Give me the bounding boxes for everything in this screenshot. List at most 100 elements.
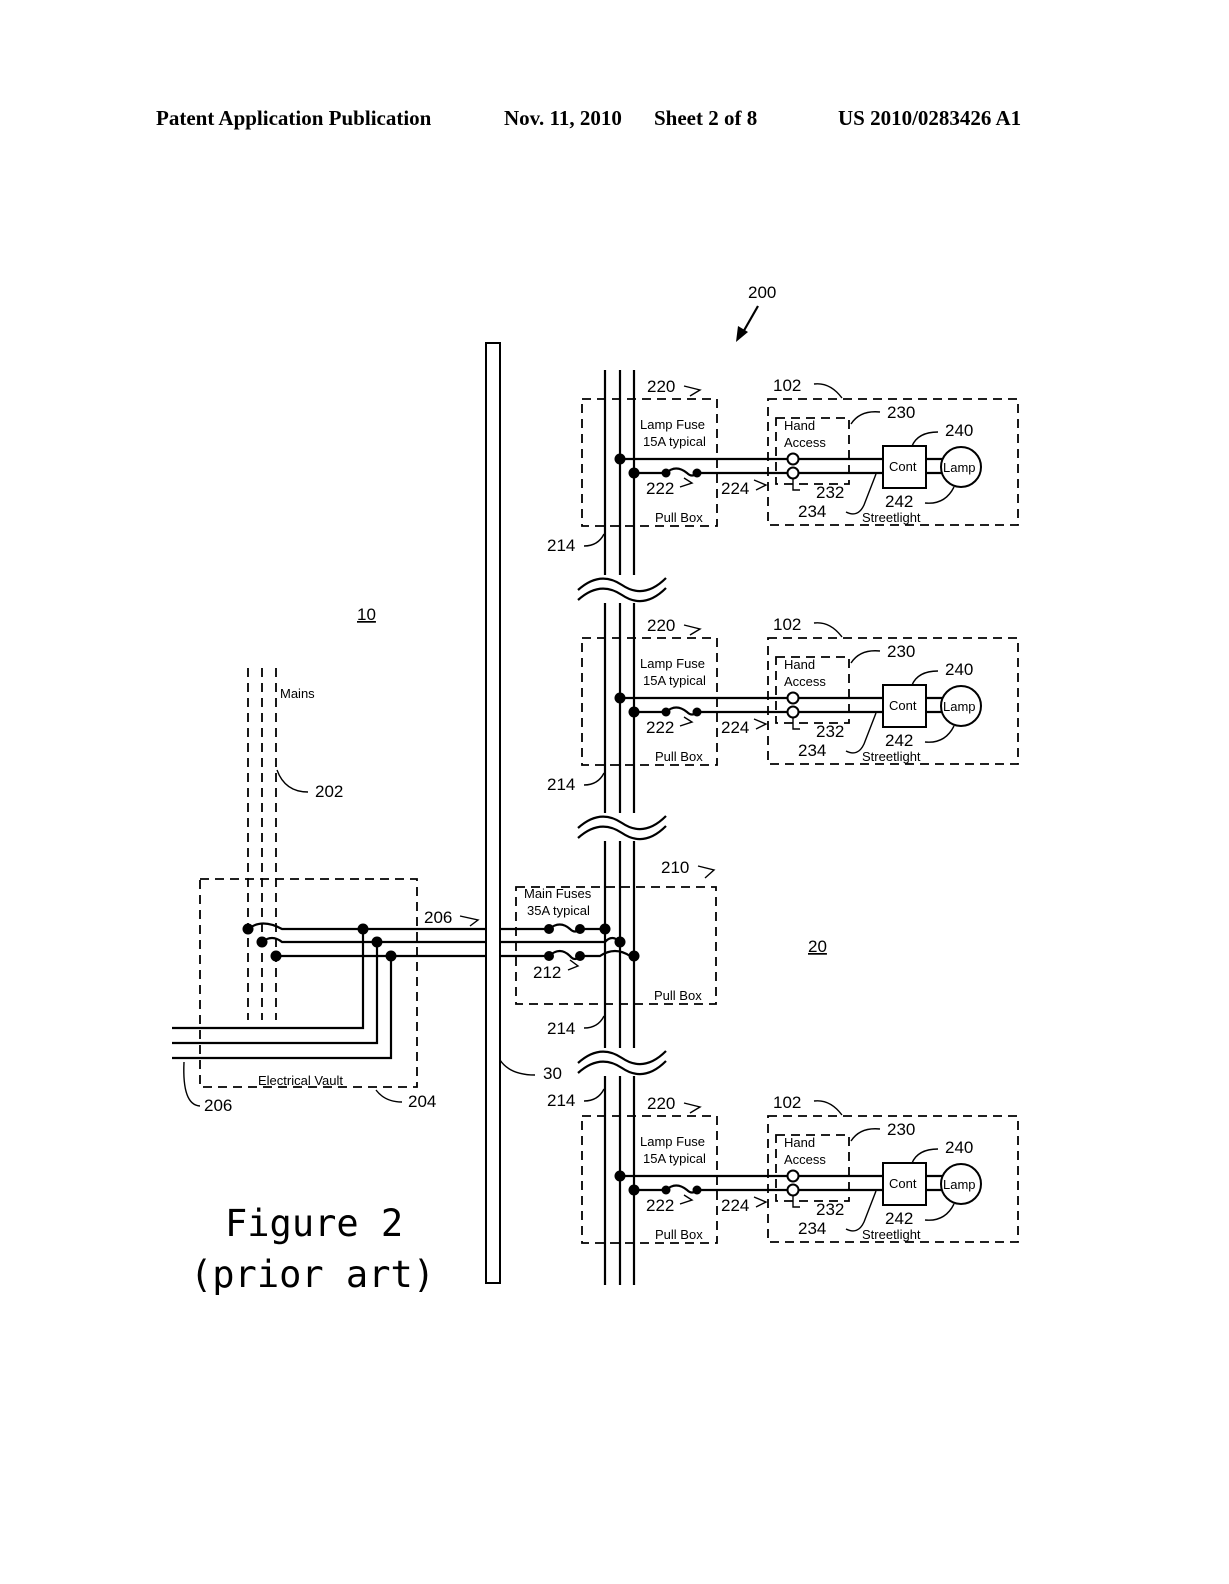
ref-lamp: 242 — [885, 492, 913, 511]
leader-202 — [276, 769, 309, 793]
ref-controller: 240 — [945, 421, 973, 440]
lamp-label: Lamp — [943, 699, 976, 714]
controller-box — [882, 445, 927, 489]
terminal-icon — [786, 452, 800, 466]
ref-wire: 234 — [798, 502, 826, 521]
leader-240 — [911, 670, 939, 686]
leader-224 — [753, 479, 768, 491]
leader-234 — [845, 1190, 877, 1232]
leader-234 — [845, 473, 877, 515]
break-symbol — [575, 813, 670, 841]
leader-222 — [679, 1194, 694, 1205]
lamp-pull-box — [581, 637, 718, 766]
leader-224 — [753, 1196, 768, 1208]
hand-access-label-1: Hand — [784, 657, 815, 672]
ref-feed: 206 — [424, 908, 452, 927]
leader-232 — [792, 1196, 800, 1208]
terminal-icon — [786, 691, 800, 705]
leader-30 — [499, 1059, 536, 1076]
leader-212 — [567, 959, 580, 971]
leader-224 — [753, 718, 768, 730]
leader-102 — [813, 622, 843, 638]
streetlight-label: Streetlight — [862, 510, 921, 525]
ref-lamp: 242 — [885, 731, 913, 750]
leader-232 — [792, 718, 800, 730]
lamp-fuse-label-1: Lamp Fuse — [640, 656, 705, 671]
mains-lines — [247, 668, 277, 1020]
ref-cable: 214 — [547, 775, 575, 794]
electrical-vault-box — [199, 878, 418, 1088]
ref-feed: 224 — [721, 718, 749, 737]
leader-220 — [683, 1102, 702, 1114]
ref-vault: 204 — [408, 1092, 436, 1111]
hand-access-label-2: Access — [784, 1152, 826, 1167]
hand-access-label-1: Hand — [784, 418, 815, 433]
leader-214 — [583, 1088, 605, 1102]
lamp-fuse-label-2: 15A typical — [643, 673, 706, 688]
ref-controller: 240 — [945, 1138, 973, 1157]
lamp-fuse-label-1: Lamp Fuse — [640, 417, 705, 432]
ref-terminal: 232 — [816, 722, 844, 741]
ref-streetlight: 102 — [773, 376, 801, 395]
leader-222 — [679, 716, 694, 727]
lamp-label: Lamp — [943, 1177, 976, 1192]
hand-access-box — [775, 417, 850, 485]
leader-222 — [679, 477, 694, 488]
leader-210 — [697, 865, 716, 879]
controller-label: Cont — [889, 1176, 917, 1191]
vault-wiring — [172, 922, 487, 1060]
hand-access-box — [775, 1134, 850, 1202]
ref-feed: 224 — [721, 479, 749, 498]
figure-caption-title: Figure 2 — [225, 1202, 403, 1245]
ref-hand-access: 230 — [887, 403, 915, 422]
region-label-20: 20 — [808, 937, 827, 956]
leader-206-bottom — [183, 1061, 201, 1107]
lamp-icon — [940, 446, 982, 488]
leader-242 — [924, 1203, 955, 1221]
controller-box — [882, 684, 927, 728]
branch-streetlight-2: 220 Lamp Fuse 15A typical Pull Box 222 2… — [581, 615, 1019, 766]
hand-access-box — [775, 656, 850, 724]
ref-streetlight: 102 — [773, 615, 801, 634]
lamp-fuse-label-2: 15A typical — [643, 1151, 706, 1166]
header-sheet: Sheet 2 of 8 — [654, 106, 758, 130]
controller-label: Cont — [889, 459, 917, 474]
main-pull-box — [515, 886, 717, 1005]
pull-box-label: Pull Box — [655, 749, 703, 764]
lamp-fuse-label-1: Lamp Fuse — [640, 1134, 705, 1149]
leader-232 — [792, 479, 800, 491]
ref-mains: 202 — [315, 782, 343, 801]
controller-box — [882, 1162, 927, 1206]
header-patent-number: US 2010/0283426 A1 — [838, 106, 1022, 130]
leader-234 — [845, 712, 877, 754]
region-label-10: 10 — [357, 605, 376, 624]
leader-230 — [850, 650, 881, 664]
streetlight-box — [767, 637, 1019, 765]
leader-214 — [583, 533, 605, 547]
ref-pull-box: 220 — [647, 616, 675, 635]
streetlight-label: Streetlight — [862, 749, 921, 764]
lamp-label: Lamp — [943, 460, 976, 475]
leader-214 — [583, 1015, 605, 1029]
branch-streetlight-1: 220 Lamp Fuse 15A typical Pull Box 222 2… — [581, 376, 1019, 527]
pull-box-label: Pull Box — [655, 1227, 703, 1242]
ref-lamp-fuse: 222 — [646, 718, 674, 737]
ref-cable: 214 — [547, 536, 575, 555]
ref-system: 200 — [748, 283, 776, 302]
leader-204 — [375, 1089, 403, 1103]
ref-feed: 224 — [721, 1196, 749, 1215]
ref-lamp-fuse: 222 — [646, 479, 674, 498]
pull-box-label: Pull Box — [655, 510, 703, 525]
ref-terminal: 232 — [816, 1200, 844, 1219]
leader-102 — [813, 1100, 843, 1116]
streetlight-box — [767, 398, 1019, 526]
leader-102 — [813, 383, 843, 399]
ref-pull-box: 220 — [647, 1094, 675, 1113]
terminal-icon — [786, 1183, 800, 1197]
mains-label: Mains — [280, 686, 315, 701]
ref-feed-bottom: 206 — [204, 1096, 232, 1115]
ref-hand-access: 230 — [887, 642, 915, 661]
streetlight-box — [767, 1115, 1019, 1243]
ref-main-fuse: 212 — [533, 963, 561, 982]
